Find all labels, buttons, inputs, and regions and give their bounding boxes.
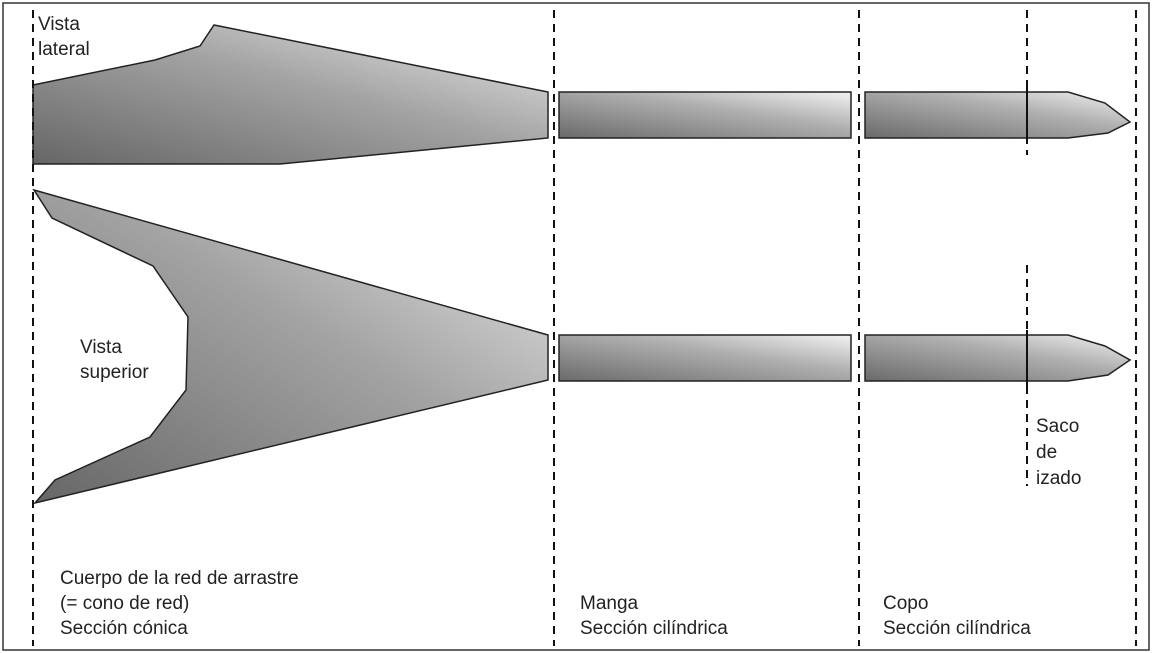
top-view-label: Vista superior [80,335,149,385]
top-view-label-line-2: superior [80,362,149,383]
sleeve-section-label: Manga Sección cilíndrica [580,591,728,641]
side-view-sleeve [558,91,852,139]
top-view-net-body [32,188,549,505]
sleeve-section-label-line-1: Manga [580,593,639,614]
top-view-codend [864,334,1132,382]
codend-section-label-line-2: Sección cilíndrica [883,618,1031,639]
side-view-label: Vista lateral [38,12,90,62]
side-view-label-line-1: Vista [38,14,80,35]
body-section-label-line-3: Sección cónica [60,618,188,639]
body-section-label: Cuerpo de la red de arrastre (= cono de … [60,566,299,641]
body-section-label-line-1: Cuerpo de la red de arrastre [60,568,299,589]
body-section-label-line-2: (= cono de red) [60,593,190,614]
lifting-bag-label-line-3: izado [1036,468,1082,489]
lifting-bag-label: Saco de izado [1036,414,1081,492]
lifting-bag-label-line-2: de [1036,442,1058,463]
codend-section-label-line-1: Copo [883,593,929,614]
top-view-label-line-1: Vista [80,337,122,358]
codend-section-label: Copo Sección cilíndrica [883,591,1031,641]
lifting-bag-label-line-1: Saco [1036,416,1080,437]
side-view-net-body [32,24,549,165]
side-view-label-line-2: lateral [38,39,90,60]
top-view-sleeve [558,334,852,382]
side-view-codend [864,91,1132,139]
sleeve-section-label-line-2: Sección cilíndrica [580,618,728,639]
